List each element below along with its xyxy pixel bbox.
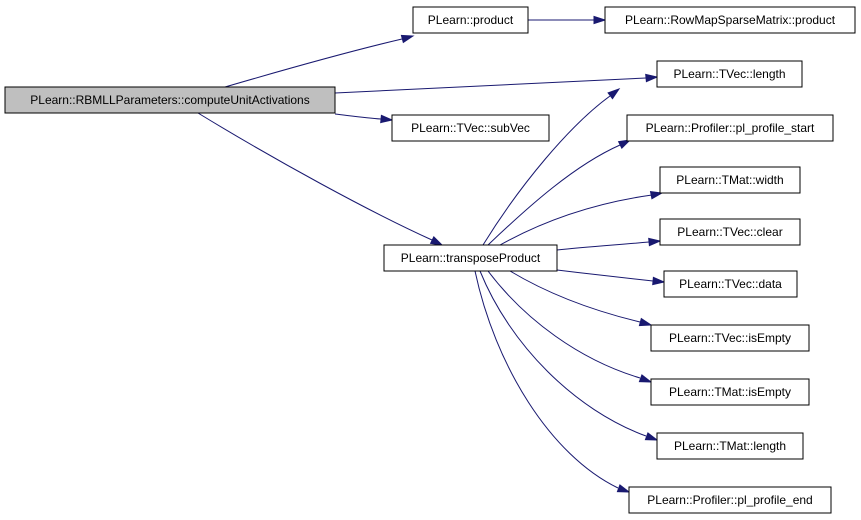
edge-transpose-product-to-tvec-length bbox=[482, 88, 621, 246]
node-box bbox=[663, 270, 798, 298]
node-label: PLearn::RBMLLParameters::computeUnitActi… bbox=[30, 93, 309, 107]
edge-root-to-transpose-product bbox=[197, 112, 444, 246]
node-label: PLearn::RowMapSparseMatrix::product bbox=[625, 13, 836, 27]
node-label: PLearn::Profiler::pl_profile_end bbox=[647, 493, 812, 507]
node-label: PLearn::TMat::length bbox=[674, 439, 786, 453]
node-profiler-pl-profile-end[interactable]: PLearn::Profiler::pl_profile_end bbox=[628, 486, 832, 514]
edge-transpose-product-to-tvec-data bbox=[556, 269, 666, 286]
edge-line bbox=[334, 113, 382, 120]
arrowhead bbox=[648, 237, 662, 247]
node-box bbox=[383, 244, 558, 272]
edge-line bbox=[487, 270, 641, 379]
node-label: PLearn::TVec::length bbox=[673, 67, 785, 81]
edge-line bbox=[224, 38, 403, 88]
arrowhead bbox=[607, 88, 621, 100]
arrowhead bbox=[652, 276, 666, 286]
node-tvec-clear[interactable]: PLearn::TVec::clear bbox=[659, 218, 801, 246]
edge-line bbox=[556, 269, 654, 282]
edge-transpose-product-to-tvec-clear bbox=[556, 237, 662, 251]
edge-line bbox=[487, 144, 621, 246]
arrowhead bbox=[649, 191, 664, 200]
arrowhead bbox=[429, 236, 444, 246]
node-label: PLearn::TVec::isEmpty bbox=[669, 331, 791, 345]
edge-transpose-product-to-tmat-isempty bbox=[487, 270, 653, 383]
node-box bbox=[412, 6, 529, 34]
node-label: PLearn::transposeProduct bbox=[401, 251, 541, 265]
arrowhead bbox=[380, 114, 394, 124]
node-label: PLearn::TVec::clear bbox=[677, 225, 782, 239]
arrowhead bbox=[645, 73, 659, 83]
arrowhead bbox=[593, 15, 607, 25]
edge-transpose-product-to-tvec-isempty bbox=[509, 270, 653, 327]
node-box bbox=[650, 324, 810, 352]
edge-line bbox=[334, 77, 647, 94]
edge-line bbox=[479, 270, 647, 437]
node-label: PLearn::TMat::width bbox=[676, 173, 783, 187]
node-tvec-length[interactable]: PLearn::TVec::length bbox=[656, 60, 803, 88]
node-box bbox=[659, 218, 801, 246]
node-label: PLearn::Profiler::pl_profile_start bbox=[646, 121, 815, 135]
node-tmat-width[interactable]: PLearn::TMat::width bbox=[659, 166, 801, 194]
node-box bbox=[659, 166, 801, 194]
edge-line bbox=[482, 95, 611, 246]
node-box bbox=[626, 114, 834, 142]
edge-transpose-product-to-profile-end bbox=[474, 270, 631, 493]
node-box bbox=[4, 86, 336, 114]
edge-line bbox=[474, 270, 619, 489]
node-box bbox=[650, 378, 810, 406]
edge-line bbox=[556, 241, 650, 251]
node-product[interactable]: PLearn::product bbox=[412, 6, 529, 34]
node-transpose-product[interactable]: PLearn::transposeProduct bbox=[383, 244, 558, 272]
arrowhead bbox=[616, 484, 631, 493]
node-label: PLearn::product bbox=[428, 13, 514, 27]
edge-transpose-product-to-profile-start bbox=[487, 139, 632, 246]
arrowhead bbox=[638, 317, 653, 327]
node-tvec-data[interactable]: PLearn::TVec::data bbox=[663, 270, 798, 298]
node-profiler-pl-profile-start[interactable]: PLearn::Profiler::pl_profile_start bbox=[626, 114, 834, 142]
node-compute-unit-activations[interactable]: PLearn::RBMLLParameters::computeUnitActi… bbox=[4, 86, 336, 114]
edge-transpose-product-to-tmat-length bbox=[479, 270, 659, 441]
edge-line bbox=[499, 194, 653, 246]
node-tmat-isempty[interactable]: PLearn::TMat::isEmpty bbox=[650, 378, 810, 406]
node-label: PLearn::TMat::isEmpty bbox=[669, 385, 791, 399]
call-edges bbox=[197, 15, 666, 493]
edge-product-to-rowmap-product bbox=[528, 15, 607, 25]
node-label: PLearn::TVec::subVec bbox=[411, 121, 530, 135]
node-box bbox=[391, 114, 550, 142]
edge-root-to-tvec-length bbox=[334, 73, 659, 94]
edge-root-to-product bbox=[224, 34, 415, 88]
arrowhead bbox=[644, 432, 659, 441]
node-box bbox=[656, 432, 804, 460]
node-label: PLearn::TVec::data bbox=[679, 277, 782, 291]
edge-transpose-product-to-tmat-width bbox=[499, 191, 664, 246]
node-box bbox=[604, 6, 856, 34]
arrowhead bbox=[638, 374, 653, 383]
edge-root-to-tvec-subvec bbox=[334, 113, 394, 124]
node-box bbox=[628, 486, 832, 514]
node-tvec-subvec[interactable]: PLearn::TVec::subVec bbox=[391, 114, 550, 142]
node-box bbox=[656, 60, 803, 88]
node-tmat-length[interactable]: PLearn::TMat::length bbox=[656, 432, 804, 460]
edge-line bbox=[197, 112, 433, 241]
node-tvec-isempty[interactable]: PLearn::TVec::isEmpty bbox=[650, 324, 810, 352]
arrowhead bbox=[400, 34, 415, 44]
node-rowmap-sparse-matrix-product[interactable]: PLearn::RowMapSparseMatrix::product bbox=[604, 6, 856, 34]
arrowhead bbox=[617, 139, 632, 149]
edge-line bbox=[509, 270, 641, 323]
